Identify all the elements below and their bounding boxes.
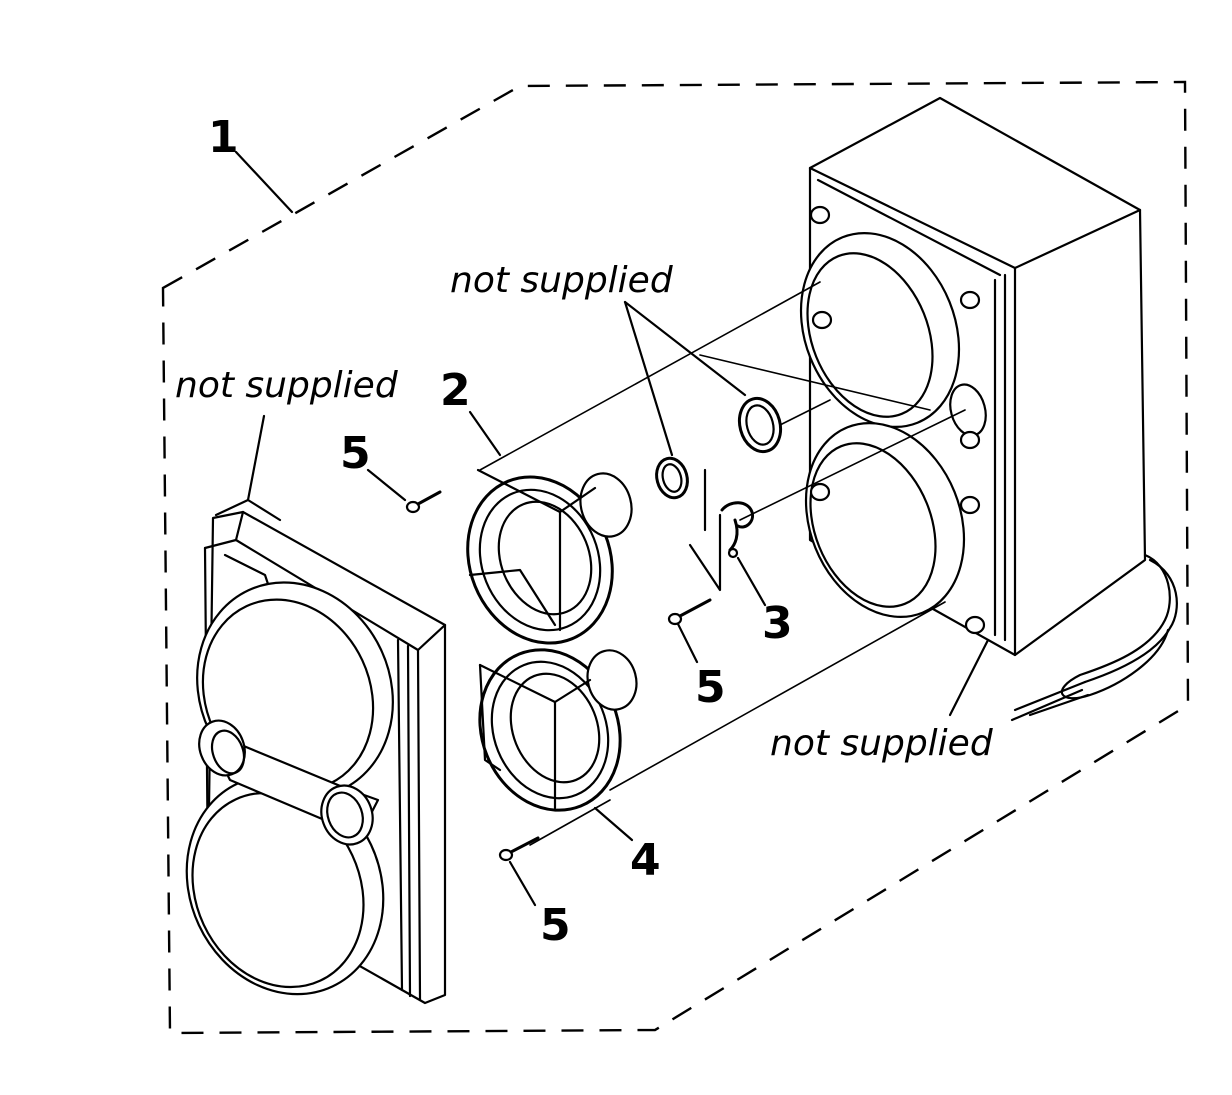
leader-grille — [246, 414, 266, 502]
leader-1 — [234, 150, 294, 214]
leader-2 — [468, 410, 502, 457]
leader-tweeter-a — [623, 300, 674, 457]
callout-3: 3 — [762, 598, 793, 649]
callout-5-bracket: 5 — [695, 662, 726, 713]
tweeter-ring-large — [737, 396, 783, 454]
screw-upper — [405, 490, 442, 514]
leader-tweeter-b — [623, 300, 747, 397]
note-not-supplied-grille: not supplied — [175, 365, 399, 406]
callout-2: 2 — [440, 365, 471, 416]
front-grille — [185, 510, 447, 1005]
leader-5-bracket — [676, 622, 699, 664]
leader-5-lower — [508, 860, 537, 907]
screw-lower — [498, 836, 540, 862]
note-not-supplied-cabinet: not supplied — [770, 723, 994, 764]
upper-woofer — [466, 468, 633, 645]
leader-4 — [593, 806, 634, 842]
alignment-lines — [479, 281, 966, 846]
callout-1: 1 — [208, 112, 239, 163]
tweeter-ring-small — [655, 456, 689, 500]
speaker-cabinet — [799, 96, 1178, 722]
bracket-clip — [688, 468, 755, 592]
callout-5-lower: 5 — [540, 900, 571, 951]
screw-bracket — [667, 598, 712, 626]
leader-cabinet — [948, 638, 990, 717]
callout-4: 4 — [630, 835, 661, 886]
leader-3 — [736, 556, 767, 607]
callout-5-upper: 5 — [340, 428, 371, 479]
lower-woofer — [478, 648, 638, 812]
note-not-supplied-tweeters: not supplied — [450, 260, 674, 301]
leader-5-upper — [366, 468, 407, 502]
